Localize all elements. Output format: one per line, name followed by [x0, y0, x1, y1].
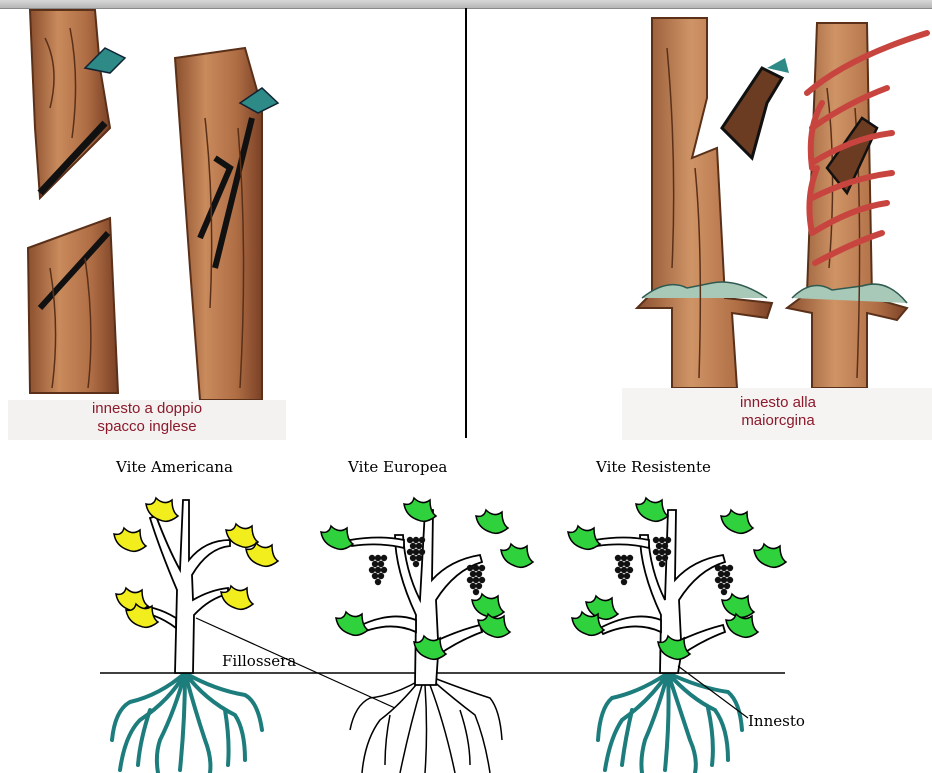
graft-drawing-left [0, 8, 465, 400]
european-vine-roots [350, 678, 502, 773]
rootstock-trunk [637, 18, 772, 388]
yellow-leaf [114, 528, 146, 551]
caption-majorcan-graft: innesto alla maiorcgina [622, 388, 932, 440]
green-leaf [726, 614, 758, 637]
rootstock-piece [28, 218, 118, 393]
graft-drawing-right [467, 8, 932, 388]
american-vine [112, 498, 278, 773]
scion-piece [30, 10, 125, 198]
american-vine-roots [112, 673, 262, 773]
green-leaf [722, 594, 754, 617]
joined-trunk [787, 23, 907, 388]
green-leaf [321, 526, 353, 549]
european-vine-trunk [350, 510, 482, 685]
caption-line: spacco inglese [8, 418, 286, 436]
green-leaf [404, 498, 436, 521]
caption-line: innesto alla [622, 394, 932, 412]
caption-double-cleft-graft: innesto a doppio spacco inglese [8, 400, 286, 440]
caption-line: innesto a doppio [8, 400, 286, 418]
grape-bunch [369, 555, 387, 585]
american-vine-trunk [130, 500, 230, 673]
green-leaf [336, 612, 368, 635]
green-leaf [478, 614, 510, 637]
green-leaf [636, 498, 668, 521]
grape-bunch [467, 565, 485, 595]
resistant-vine-roots [598, 673, 742, 773]
double-cleft-graft-illustration [0, 8, 465, 400]
green-leaf [754, 544, 786, 567]
label-phylloxera: Fillossera [222, 652, 296, 670]
green-leaf [476, 510, 508, 533]
label-graft: Innesto [748, 712, 805, 730]
green-leaf [721, 510, 753, 533]
majorcan-graft-illustration [467, 8, 932, 388]
resistant-vine [568, 498, 786, 773]
joined-graft [175, 48, 278, 400]
green-leaf [568, 526, 600, 549]
green-leaf [501, 544, 533, 567]
european-vine [321, 498, 533, 773]
scion-wedge [722, 58, 789, 158]
grape-bunch [715, 565, 733, 595]
caption-line: maiorcgina [622, 412, 932, 430]
grape-bunch [615, 555, 633, 585]
